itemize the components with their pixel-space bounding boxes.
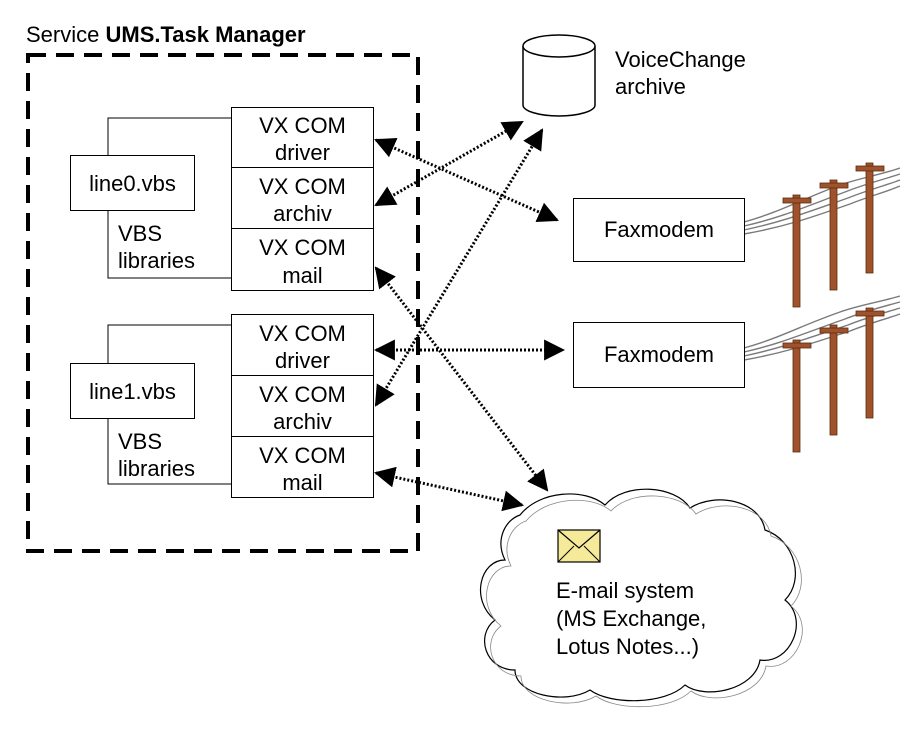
vbs-libraries-label-1: VBS libraries bbox=[118, 428, 195, 482]
module-label-line2: mail bbox=[282, 470, 323, 495]
module-label-line2: driver bbox=[274, 140, 330, 165]
service-title: Service UMS.Task Manager bbox=[26, 22, 306, 48]
utility-poles-bottom-icon bbox=[782, 307, 885, 453]
module-box-driver-1: VX COM driver bbox=[231, 314, 374, 376]
vbs-libraries-line1: VBS bbox=[118, 429, 163, 454]
archive-label-line2: archive bbox=[615, 74, 686, 99]
vbs-libraries-line2: libraries bbox=[118, 456, 196, 481]
email-label-line3: Lotus Notes...) bbox=[556, 634, 700, 659]
group1-connectors bbox=[107, 324, 232, 485]
module-label-line2: mail bbox=[282, 263, 323, 288]
module-label-line1: VX COM bbox=[259, 235, 346, 260]
faxmodem-box-1: Faxmodem bbox=[573, 322, 745, 388]
service-title-prefix: Service bbox=[26, 22, 100, 47]
module-label-line1: VX COM bbox=[259, 382, 346, 407]
faxmodem-label: Faxmodem bbox=[603, 342, 715, 367]
archive-label-line1: VoiceChange bbox=[615, 47, 746, 72]
arrow-archiv1-archive bbox=[374, 128, 544, 407]
arrow-mail1-email bbox=[373, 466, 525, 512]
script-label: line1.vbs bbox=[89, 379, 176, 404]
module-label-line2: archiv bbox=[273, 409, 332, 434]
script-box-line0: line0.vbs bbox=[70, 155, 195, 211]
module-box-mail-1: VX COM mail bbox=[231, 436, 374, 498]
arrow-archiv0-archive bbox=[374, 120, 524, 207]
module-label-line2: driver bbox=[274, 348, 330, 373]
email-label-line1: E-mail system bbox=[556, 578, 695, 603]
module-label-line1: VX COM bbox=[259, 174, 346, 199]
module-box-archiv-1: VX COM archiv bbox=[231, 375, 374, 437]
email-system-label: E-mail system (MS Exchange, Lotus Notes.… bbox=[556, 577, 706, 661]
faxmodem-box-0: Faxmodem bbox=[573, 198, 745, 262]
group0-connectors bbox=[107, 117, 232, 279]
archive-label: VoiceChange archive bbox=[615, 46, 746, 100]
module-label-line2: archiv bbox=[273, 201, 332, 226]
faxmodem-label: Faxmodem bbox=[603, 217, 715, 242]
module-box-archiv-0: VX COM archiv bbox=[231, 167, 374, 229]
vbs-libraries-label-0: VBS libraries bbox=[118, 220, 195, 274]
archive-database-icon bbox=[522, 34, 596, 117]
module-label-line1: VX COM bbox=[259, 443, 346, 468]
vbs-libraries-line1: VBS bbox=[118, 221, 163, 246]
script-label: line0.vbs bbox=[89, 171, 176, 196]
service-title-name: UMS.Task Manager bbox=[105, 22, 306, 47]
module-box-mail-0: VX COM mail bbox=[231, 228, 374, 291]
service-boundary bbox=[26, 53, 420, 553]
script-box-line1: line1.vbs bbox=[70, 363, 195, 419]
vbs-libraries-line2: libraries bbox=[118, 248, 196, 273]
utility-poles-top-icon bbox=[782, 162, 885, 308]
module-label-line1: VX COM bbox=[259, 113, 346, 138]
module-label-line1: VX COM bbox=[259, 321, 346, 346]
connection-arrows bbox=[373, 120, 566, 512]
email-label-line2: (MS Exchange, bbox=[556, 606, 707, 631]
arrow-mail0-email bbox=[374, 266, 549, 492]
module-box-driver-0: VX COM driver bbox=[231, 107, 374, 168]
envelope-icon bbox=[557, 529, 601, 563]
